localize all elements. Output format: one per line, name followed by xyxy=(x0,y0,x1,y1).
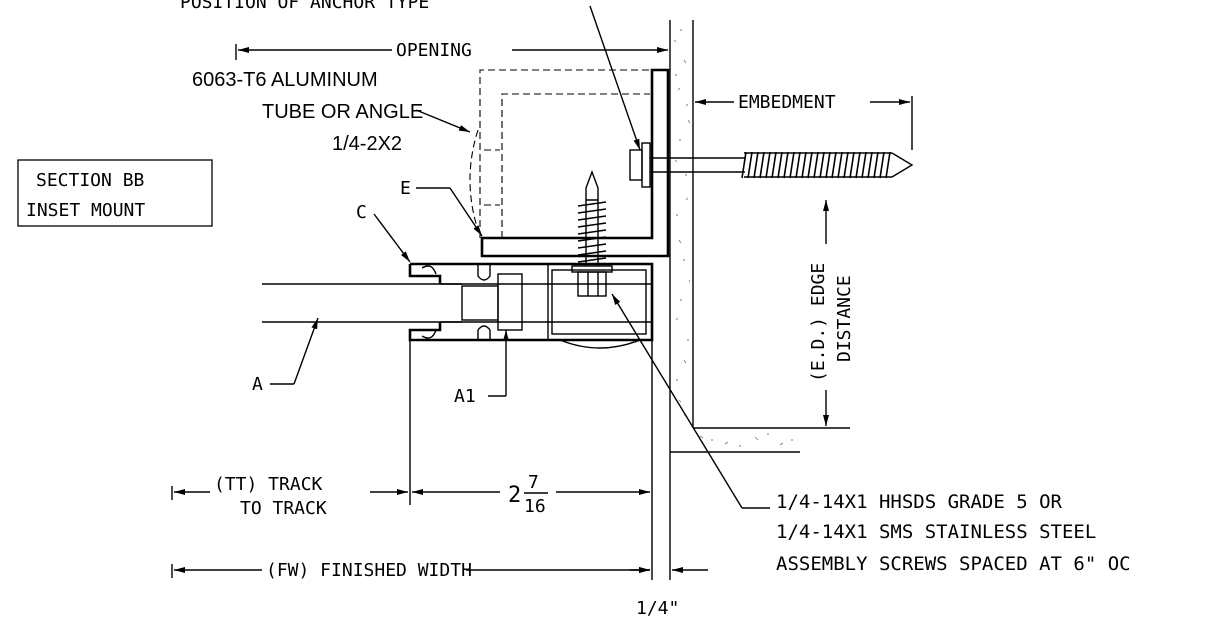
assembly-screw xyxy=(571,170,613,297)
callout-c-leader xyxy=(373,213,411,263)
callout-a1: A1 xyxy=(454,386,476,407)
anchor-screw xyxy=(629,142,914,188)
anchor-type-label: POSITION OF ANCHOR TYPE xyxy=(180,0,429,13)
fw-label: (FW) FINISHED WIDTH xyxy=(266,560,472,581)
tt-label-2: TO TRACK xyxy=(240,498,327,519)
section-title-line-1: SECTION BB xyxy=(36,170,144,191)
material-line-1: 6063-T6 ALUMINUM xyxy=(192,69,378,91)
dim-2716-whole: 2 xyxy=(508,483,521,508)
screw-spec-line-2: 1/4-14X1 SMS STAINLESS STEEL xyxy=(776,521,1096,543)
quarter-label: 1/4" xyxy=(636,598,679,619)
aluminum-angle xyxy=(480,68,670,258)
callout-a: A xyxy=(252,374,263,395)
track-extrusion xyxy=(408,262,654,349)
material-line-2: TUBE OR ANGLE xyxy=(262,101,423,123)
dashed-tube-outline xyxy=(469,69,650,238)
panel-a xyxy=(262,283,499,323)
section-title-box xyxy=(17,159,213,227)
edge-label-2: DISTANCE xyxy=(834,275,855,362)
dim-2716-num: 7 xyxy=(528,472,539,493)
concrete-wall xyxy=(669,20,800,453)
callout-e: E xyxy=(400,178,411,199)
embedment-label: EMBEDMENT xyxy=(738,92,836,113)
anchor-type-leader xyxy=(589,5,641,151)
screw-spec-line-3: ASSEMBLY SCREWS SPACED AT 6" OC xyxy=(776,553,1131,575)
dim-2716-den: 16 xyxy=(524,496,546,517)
callout-e-leader-2 xyxy=(449,187,483,237)
section-title-line-2: INSET MOUNT xyxy=(26,200,145,221)
opening-label: OPENING xyxy=(396,40,472,61)
material-leader xyxy=(415,109,471,133)
screw-spec-line-1: 1/4-14X1 HHSDS GRADE 5 OR xyxy=(776,491,1063,513)
material-line-3: 1/4-2X2 xyxy=(332,133,402,155)
callout-c: C xyxy=(356,202,367,223)
tt-label-1: (TT) TRACK xyxy=(214,474,323,495)
screw-spec-leader-2 xyxy=(611,293,743,509)
edge-label-1: (E.D.) EDGE xyxy=(808,263,829,382)
callout-a-leader-2 xyxy=(293,317,319,385)
